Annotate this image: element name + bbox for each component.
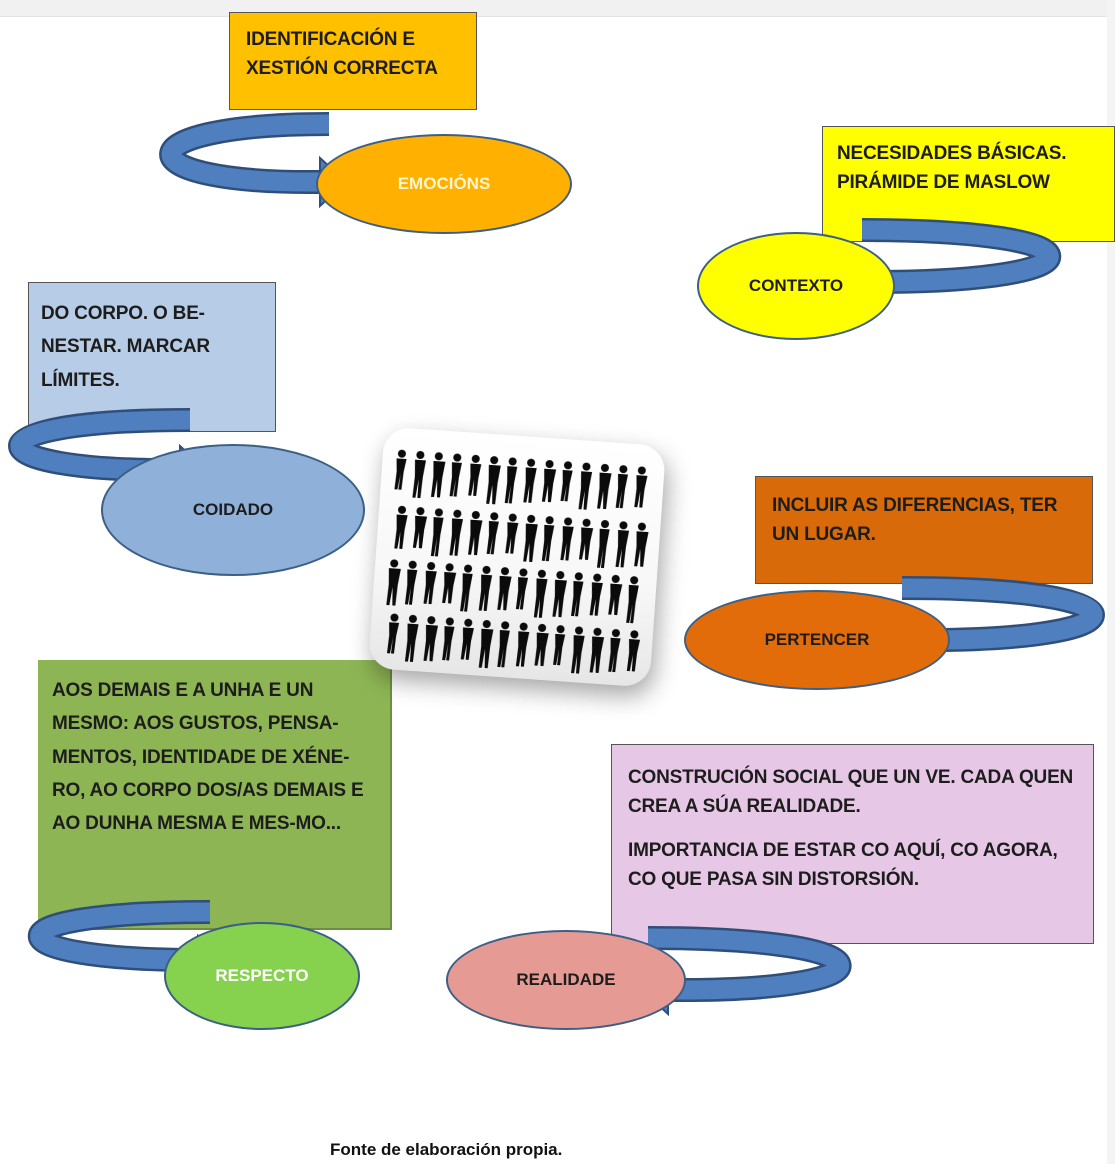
source-caption: Fonte de elaboración propia. (330, 1140, 563, 1159)
person-silhouette (460, 618, 474, 660)
note-pertencer: INCLUIR AS DIFERENCIAS, TER UN LUGAR. (755, 476, 1093, 584)
person-silhouette (430, 508, 444, 557)
person-silhouette (505, 513, 519, 554)
person-silhouette (404, 614, 419, 662)
ellipse-respecto: RESPECTO (164, 922, 360, 1030)
person-silhouette (504, 457, 518, 504)
ellipse-pertencer: PERTENCER (684, 590, 950, 690)
person-silhouette (404, 560, 418, 605)
person-silhouette (423, 562, 437, 605)
note-realidade: CONSTRUCIÓN SOCIAL QUE UN VE. CADA QUEN … (611, 744, 1094, 944)
person-silhouette (589, 627, 605, 673)
person-silhouette (442, 563, 457, 604)
person-silhouette (634, 466, 648, 508)
person-silhouette (541, 516, 555, 562)
person-silhouette (560, 517, 574, 561)
ellipse-contexto: CONTEXTO (697, 232, 895, 340)
person-silhouette (449, 509, 464, 556)
ellipse-emocions: EMOCIÓNS (316, 134, 572, 234)
person-silhouette (541, 460, 557, 503)
person-silhouette (478, 620, 494, 669)
person-silhouette (578, 462, 593, 510)
person-silhouette (515, 622, 530, 667)
person-silhouette (560, 461, 573, 502)
person-silhouette (578, 518, 594, 560)
person-silhouette (460, 564, 473, 612)
note-realidade-line2: IMPORTANCIA DE ESTAR CO AQUÍ, CO AGORA, … (628, 839, 1058, 891)
ellipse-realidade: REALIDADE (446, 930, 686, 1030)
note-contexto: NECESIDADES BÁSICAS. PIRÁMIDE DE MASLOW (822, 126, 1115, 242)
person-silhouette (412, 451, 427, 499)
person-silhouette (449, 453, 462, 497)
person-silhouette (523, 458, 537, 503)
person-silhouette (423, 616, 439, 662)
person-silhouette (626, 576, 639, 624)
person-silhouette (386, 613, 400, 654)
note-coidado: DO CORPO. O BE-NESTAR. MARCAR LÍMITES. (28, 282, 276, 432)
person-silhouette (608, 574, 623, 616)
person-silhouette (523, 514, 538, 563)
person-silhouette (552, 571, 567, 618)
person-silhouette (412, 507, 428, 549)
person-silhouette (533, 569, 548, 618)
person-silhouette (597, 463, 612, 510)
page-frame-right (1107, 0, 1115, 1164)
note-realidade-line1: CONSTRUCIÓN SOCIAL QUE UN VE. CADA QUEN … (628, 767, 1074, 818)
person-silhouette (430, 452, 446, 498)
person-silhouette (571, 626, 585, 674)
person-silhouette (615, 465, 629, 509)
people-silhouettes-icon (386, 449, 649, 674)
person-silhouette (442, 617, 455, 661)
person-silhouette (468, 511, 483, 556)
person-silhouette (615, 521, 630, 568)
person-silhouette (589, 573, 603, 616)
person-silhouette (571, 572, 584, 617)
person-silhouette (486, 456, 501, 505)
note-emocions: IDENTIFICACIÓN E XESTIÓN CORRECTA (229, 12, 477, 110)
person-silhouette (596, 520, 610, 569)
person-silhouette (478, 565, 493, 612)
person-silhouette (497, 567, 512, 611)
page-frame-top (0, 0, 1115, 17)
person-silhouette (386, 559, 401, 606)
person-silhouette (394, 505, 408, 549)
person-silhouette (497, 621, 510, 668)
person-silhouette (534, 623, 549, 667)
note-respecto: AOS DEMAIS E A UNHA E UN MESMO: AOS GUST… (38, 660, 390, 928)
person-silhouette (634, 522, 649, 567)
person-silhouette (553, 625, 566, 666)
person-silhouette (515, 568, 529, 610)
person-silhouette (626, 630, 641, 672)
people-silhouettes-image (367, 426, 667, 688)
person-silhouette (394, 449, 407, 490)
person-silhouette (486, 512, 499, 555)
ellipse-coidado: COIDADO (101, 444, 365, 576)
person-silhouette (468, 454, 482, 497)
person-silhouette (608, 629, 621, 673)
